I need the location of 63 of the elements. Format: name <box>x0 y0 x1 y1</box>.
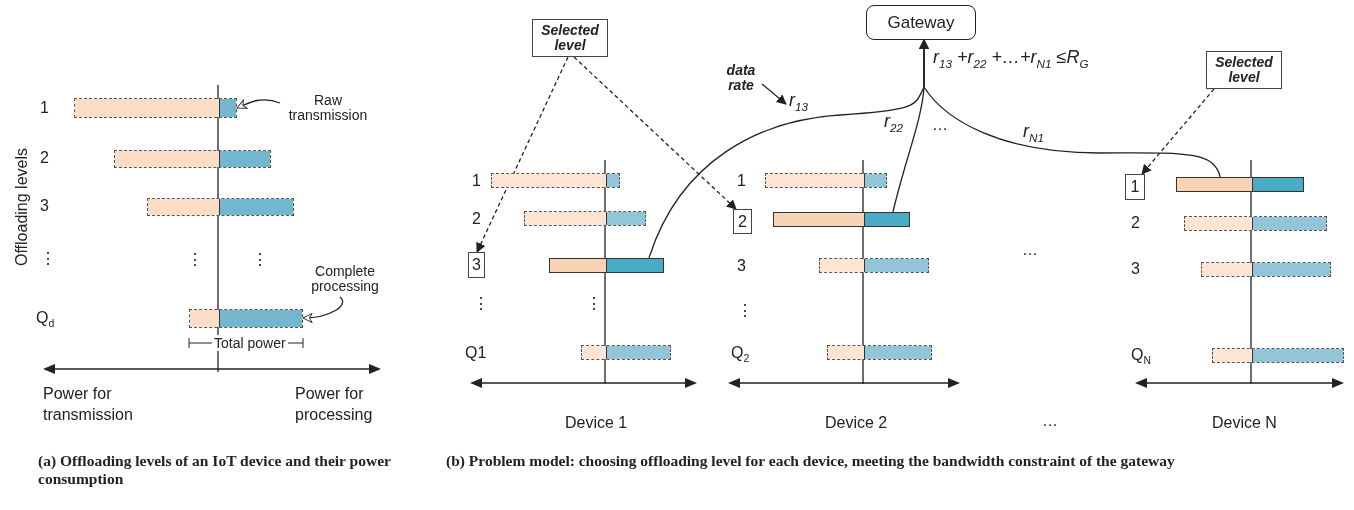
dashed-arrow <box>573 56 737 210</box>
level-label: ⋮ <box>252 251 268 270</box>
level-label: … <box>1042 412 1058 431</box>
power-bar <box>491 173 620 188</box>
device-label: Device N <box>1212 414 1277 433</box>
level-label: ⋮ <box>473 295 489 314</box>
level-number-box: 3 <box>468 252 485 278</box>
callout-box: Selected level <box>532 19 608 57</box>
annotation-text: Complete processing <box>302 261 388 297</box>
level-label: 1 <box>737 172 746 191</box>
level-label: 3 <box>40 197 49 216</box>
level-label: 1 <box>472 172 481 191</box>
level-number-box: 1 <box>1125 174 1145 200</box>
level-label: ⋮ <box>586 295 602 314</box>
power-bar <box>1201 262 1331 277</box>
level-label: 3 <box>1131 260 1140 279</box>
level-label: 2 <box>1131 214 1140 233</box>
level-label: Q1 <box>465 344 487 363</box>
power-bar <box>819 258 929 273</box>
gateway-box: Gateway <box>866 5 976 40</box>
level-label: Q$_{2}$ <box>731 344 750 366</box>
axis-title: Offloading levels <box>12 148 31 266</box>
power-bar <box>189 309 303 328</box>
level-label: 1 <box>40 99 49 118</box>
power-bar <box>581 345 671 360</box>
arrow <box>761 83 787 105</box>
power-bar <box>1212 348 1344 363</box>
annotation-text: Raw transmission <box>280 91 376 125</box>
power-bar <box>524 211 646 226</box>
device-label: Device 1 <box>565 414 628 433</box>
axis-label: Power for transmission <box>43 384 134 425</box>
power-bar <box>114 150 271 168</box>
power-bar <box>549 258 664 273</box>
level-label: … <box>932 116 948 135</box>
power-bar <box>827 345 932 360</box>
dashed-arrow <box>476 56 569 253</box>
level-label: 2 <box>472 210 481 229</box>
level-label: 2 <box>40 149 49 168</box>
annotation-text: data rate <box>720 62 762 94</box>
level-label: ⋮ <box>187 251 203 270</box>
level-label: Q$_{d}$ <box>36 309 55 331</box>
level-number-box: 2 <box>733 209 752 234</box>
constraint-formula: r$_{1}$$_{3}$ +r$_{2}$$_{2}$ +…+r$_{N}$$_{1}$ ≤R$_{G}$ <box>933 47 1089 71</box>
power-bar <box>74 98 237 118</box>
level-label: … <box>1022 241 1038 260</box>
level-label: Q$_{N}$ <box>1131 346 1151 368</box>
level-label: ⋮ <box>40 250 56 269</box>
figure-caption: (b) Problem model: choosing offloading level for each device, meeting the bandwidth constraint of the gateway <box>446 452 1176 470</box>
figure-caption: (a) Offloading levels of an IoT device and their power consumption <box>38 452 392 488</box>
power-bar <box>1184 216 1327 231</box>
power-bar <box>147 198 294 216</box>
level-label: ⋮ <box>737 302 753 321</box>
power-bar <box>765 173 887 188</box>
axis-label: Power for processing <box>295 384 374 425</box>
arrow <box>302 296 344 323</box>
power-bar <box>773 212 910 227</box>
device-label: Device 2 <box>825 414 888 433</box>
arrow <box>919 39 1221 178</box>
dashed-arrow <box>1141 88 1215 175</box>
power-bar <box>1176 177 1304 192</box>
level-label: 3 <box>737 257 746 276</box>
arrow <box>236 99 281 109</box>
callout-box: Selected level <box>1206 51 1282 89</box>
